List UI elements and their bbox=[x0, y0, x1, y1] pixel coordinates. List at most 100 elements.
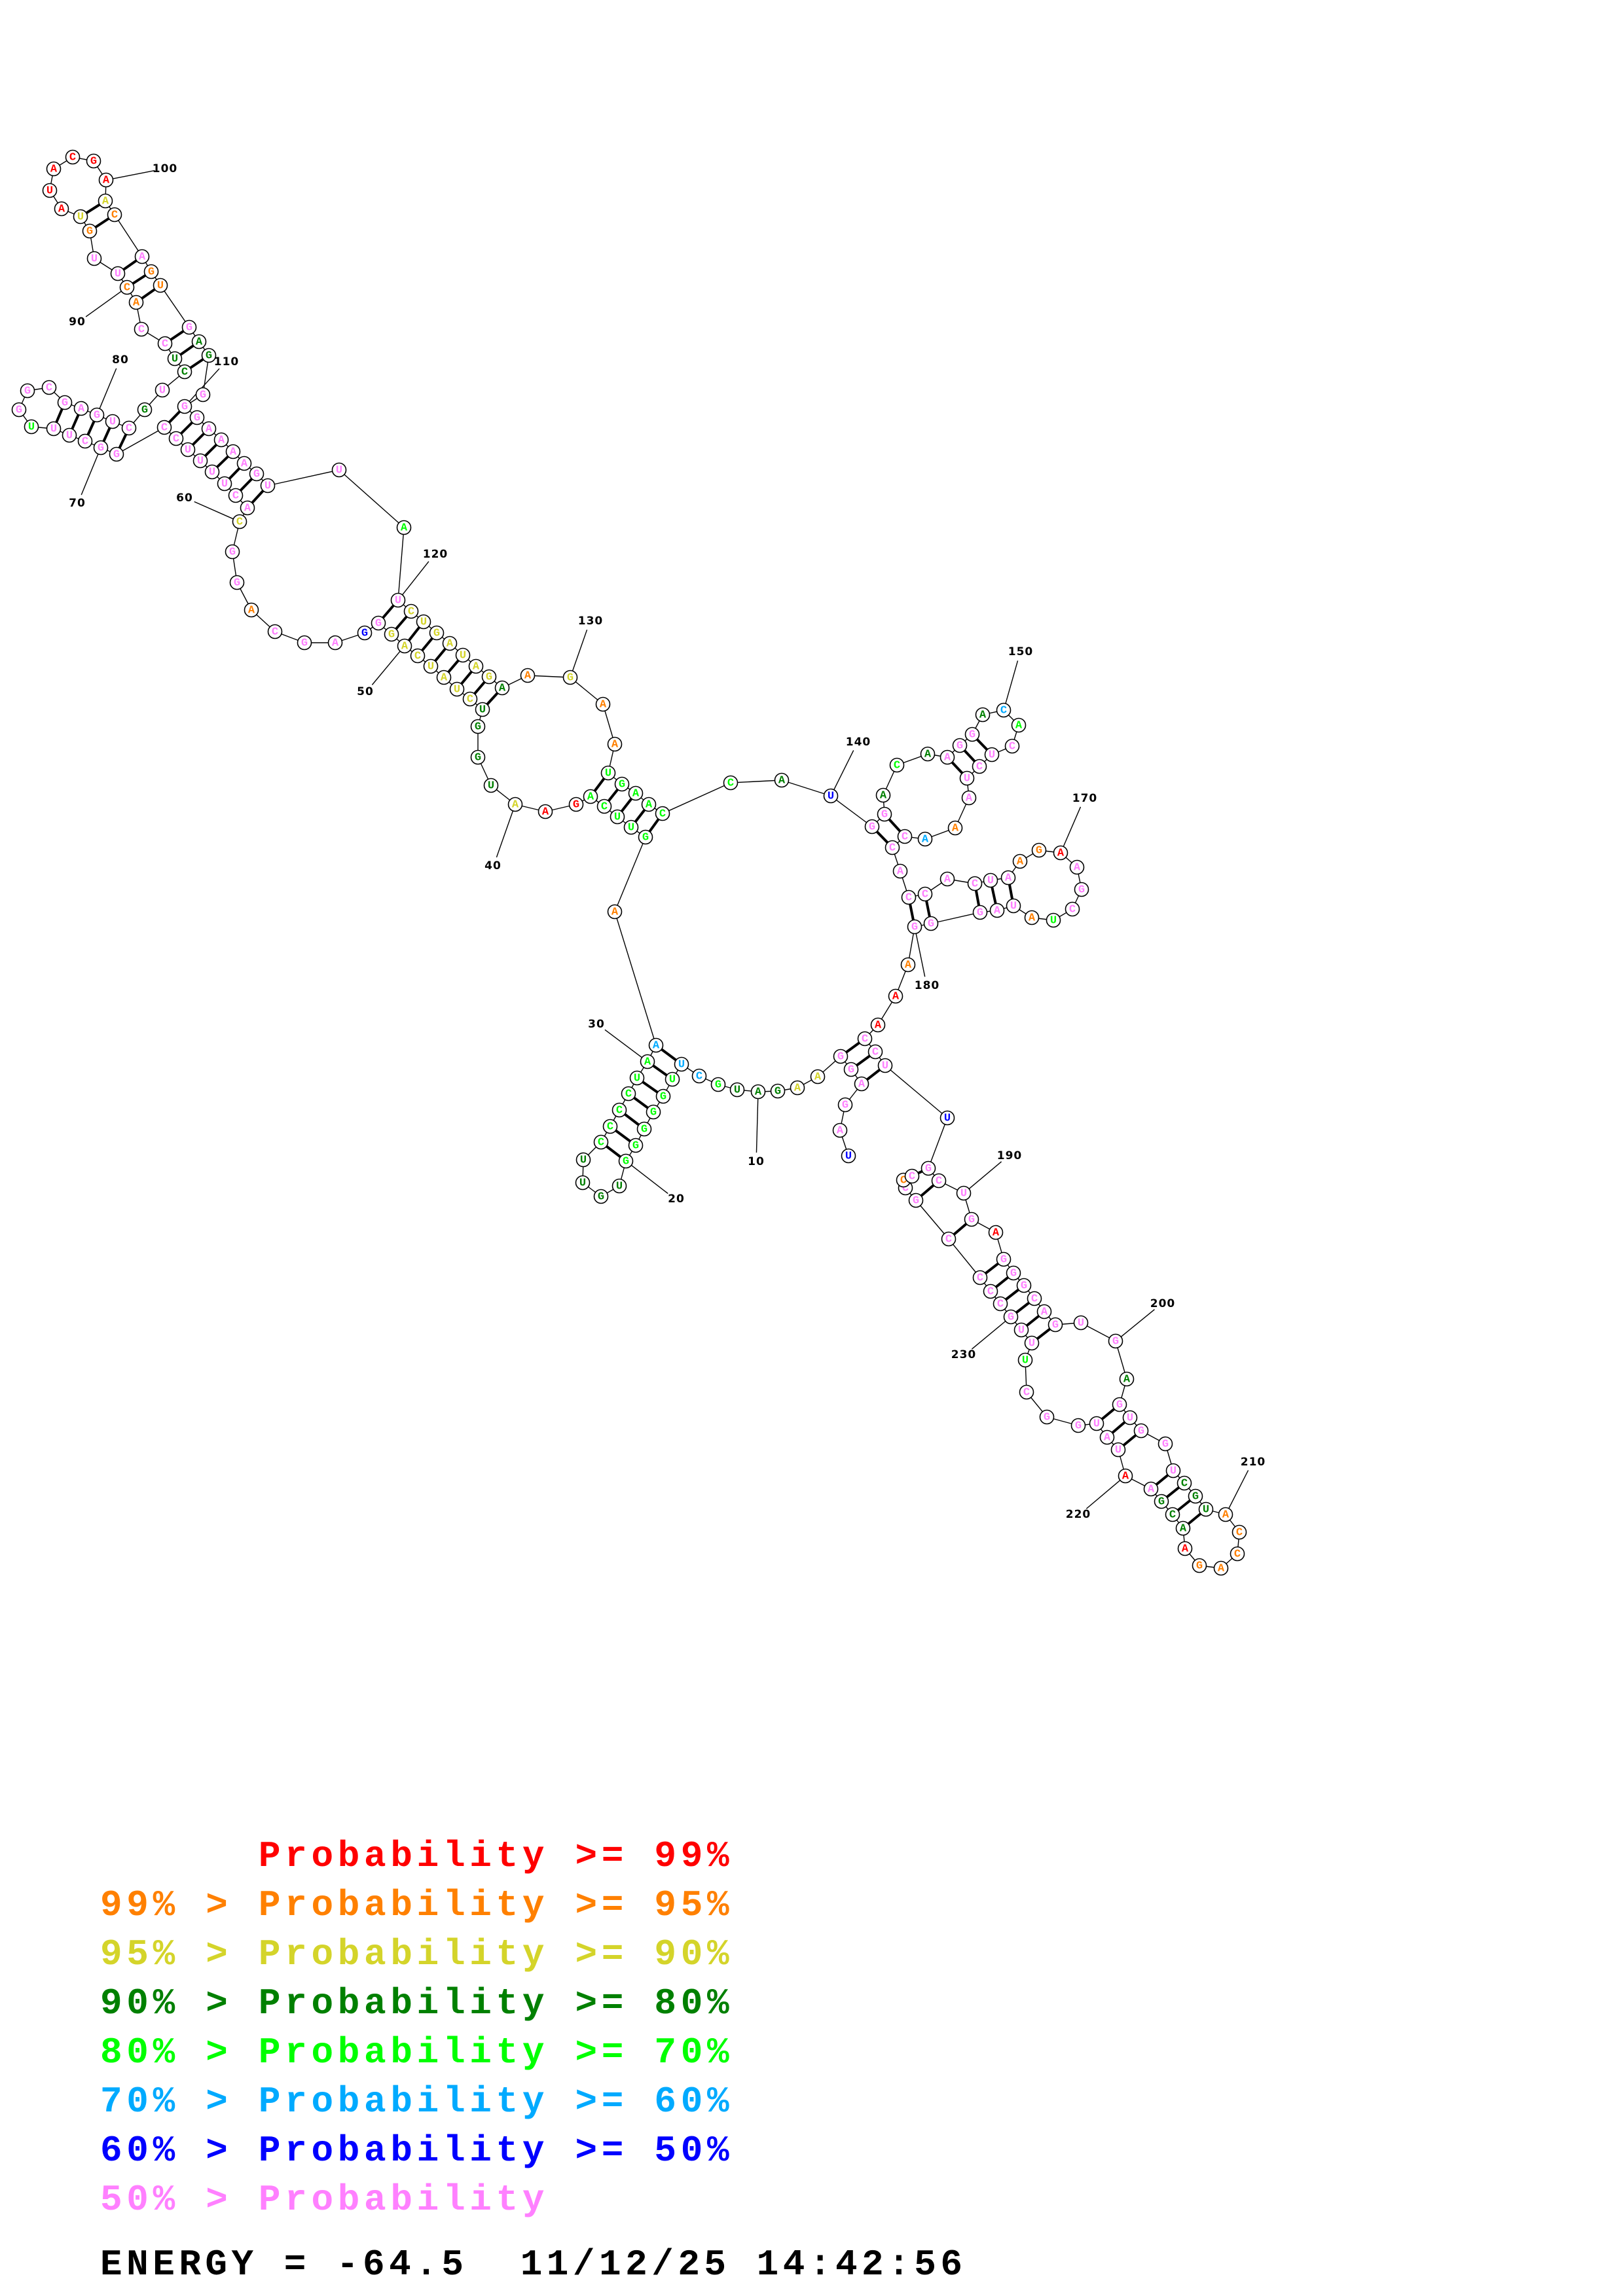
nucleotide: G bbox=[638, 829, 653, 845]
position-tick bbox=[972, 1320, 1006, 1350]
nucleotide-circle bbox=[1012, 853, 1028, 869]
nucleotide: A bbox=[607, 904, 623, 920]
nucleotide-letter: C bbox=[1031, 1293, 1038, 1306]
nucleotide-circle bbox=[655, 1088, 671, 1104]
nucleotide-letter: C bbox=[902, 831, 908, 844]
nucleotide-circle bbox=[964, 1211, 979, 1227]
nucleotide-letter: A bbox=[587, 791, 594, 804]
nucleotide-circle bbox=[249, 466, 264, 482]
nucleotide: G bbox=[1031, 842, 1047, 858]
nucleotide-circle bbox=[468, 658, 484, 674]
nucleotide-circle bbox=[110, 266, 126, 281]
nucleotide-letter: U bbox=[91, 253, 98, 266]
nucleotide: G bbox=[82, 223, 98, 239]
nucleotide-circle bbox=[481, 669, 497, 685]
backbone-segment bbox=[160, 285, 190, 328]
nucleotide-circle bbox=[65, 149, 81, 165]
nucleotide: G bbox=[357, 625, 373, 641]
nucleotide: C bbox=[857, 1031, 873, 1047]
nucleotide-circle bbox=[889, 757, 905, 773]
nucleotide-letter: G bbox=[598, 1191, 604, 1204]
position-tick bbox=[915, 933, 926, 977]
nucleotide-letter: A bbox=[1029, 912, 1036, 925]
nucleotide-circle bbox=[167, 351, 183, 367]
backbone-segment bbox=[930, 912, 981, 924]
backbone-segment bbox=[662, 782, 731, 814]
nucleotide: U bbox=[939, 1110, 955, 1126]
nucleotide-letter: G bbox=[567, 672, 574, 685]
nucleotide-circle bbox=[1154, 1494, 1169, 1509]
nucleotide-circle bbox=[920, 746, 936, 762]
nucleotide-circle bbox=[232, 514, 247, 529]
nucleotide-circle bbox=[575, 1152, 591, 1168]
nucleotide: U bbox=[1198, 1501, 1214, 1517]
nucleotide-circle bbox=[967, 876, 983, 891]
nucleotide-circle bbox=[137, 402, 153, 418]
nucleotide-circle bbox=[107, 207, 122, 223]
nucleotide-letter: G bbox=[1162, 1439, 1169, 1451]
nucleotide: G bbox=[952, 738, 968, 753]
nucleotide-circle bbox=[904, 1168, 920, 1184]
nucleotide-circle bbox=[1230, 1546, 1245, 1562]
nucleotide-circle bbox=[538, 804, 553, 819]
nucleotide-circle bbox=[923, 916, 939, 931]
nucleotide-circle bbox=[907, 919, 922, 935]
nucleotide: C bbox=[889, 757, 905, 773]
position-tick bbox=[85, 291, 122, 317]
nucleotide: A bbox=[628, 785, 644, 801]
nucleotide: A bbox=[1143, 1481, 1159, 1497]
nucleotide: C bbox=[655, 806, 670, 821]
nucleotide-circle bbox=[843, 1062, 859, 1077]
nucleotide-letter: A bbox=[922, 834, 929, 846]
nucleotide: U bbox=[331, 462, 347, 478]
nucleotide-letter: A bbox=[1222, 1509, 1230, 1522]
nucleotide-circle bbox=[260, 478, 276, 493]
nucleotide-circle bbox=[520, 668, 536, 683]
nucleotide-letter: A bbox=[332, 637, 339, 650]
nucleotide-letter: G bbox=[1192, 1491, 1199, 1503]
nucleotide-letter: G bbox=[842, 1100, 848, 1112]
nucleotide-circle bbox=[989, 903, 1005, 918]
position-tick bbox=[496, 810, 514, 858]
nucleotide-circle bbox=[423, 658, 439, 674]
nucleotide-letter: G bbox=[181, 401, 188, 414]
nucleotide-circle bbox=[1176, 1475, 1192, 1491]
nucleotide-letter: C bbox=[111, 209, 118, 222]
nucleotide-circle bbox=[98, 172, 114, 188]
nucleotide-letter: U bbox=[66, 430, 73, 442]
nucleotide-circle bbox=[1006, 898, 1021, 914]
nucleotide-letter: U bbox=[197, 456, 204, 468]
nucleotide: A bbox=[436, 670, 452, 685]
nucleotide-circle bbox=[972, 1270, 988, 1285]
nucleotide-circle bbox=[1006, 1265, 1021, 1281]
nucleotide-circle bbox=[628, 1138, 644, 1153]
nucleotide-circle bbox=[1122, 1410, 1138, 1426]
nucleotide: A bbox=[327, 635, 343, 651]
nucleotide-letter: C bbox=[696, 1071, 702, 1083]
nucleotide-letter: G bbox=[660, 1091, 666, 1103]
nucleotide-letter: G bbox=[229, 547, 236, 559]
nucleotide-circle bbox=[1011, 717, 1027, 733]
nucleotide-letter: A bbox=[1041, 1306, 1048, 1319]
nucleotide-circle bbox=[396, 520, 412, 535]
nucleotide: A bbox=[1213, 1560, 1229, 1576]
nucleotide-circle bbox=[607, 904, 623, 920]
nucleotide-letter: G bbox=[913, 1195, 919, 1208]
position-label: 230 bbox=[951, 1348, 977, 1361]
nucleotide-letter: C bbox=[987, 1286, 994, 1299]
nucleotide: A bbox=[892, 863, 908, 879]
nucleotide: C bbox=[983, 1283, 998, 1299]
nucleotide: A bbox=[98, 172, 114, 188]
nucleotide: A bbox=[947, 820, 963, 836]
nucleotide: U bbox=[623, 819, 639, 835]
position-label: 180 bbox=[915, 979, 940, 992]
nucleotide-circle bbox=[267, 624, 283, 639]
nucleotide: G bbox=[770, 1083, 786, 1099]
nucleotide: A bbox=[494, 680, 510, 696]
nucleotide: G bbox=[710, 1077, 726, 1092]
nucleotide-circle bbox=[723, 775, 739, 791]
nucleotide: G bbox=[964, 1211, 979, 1227]
nucleotide-circle bbox=[875, 787, 891, 803]
nucleotide-circle bbox=[177, 399, 192, 414]
nucleotide-circle bbox=[841, 1148, 856, 1164]
